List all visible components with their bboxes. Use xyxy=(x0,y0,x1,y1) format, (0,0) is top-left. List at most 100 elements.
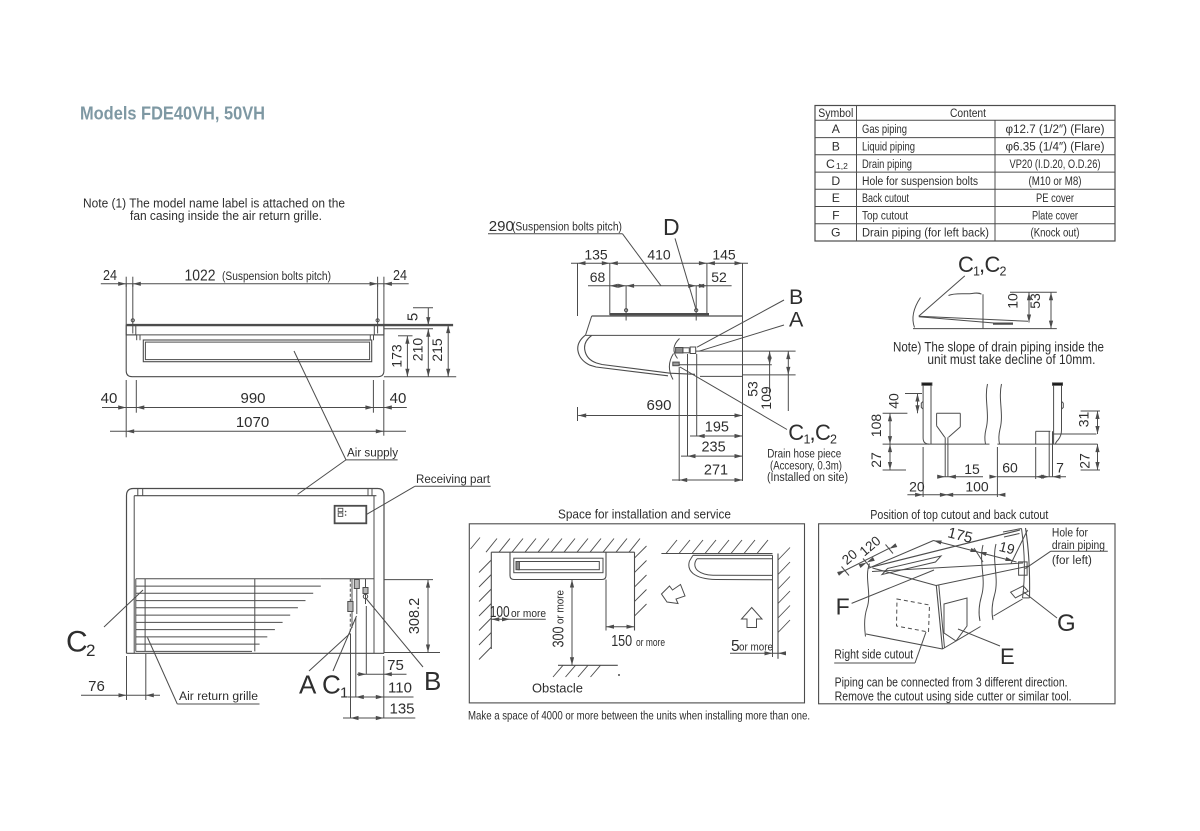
svg-text:308.2: 308.2 xyxy=(407,598,423,634)
svg-text:G: G xyxy=(831,226,840,240)
svg-text:(Knock out): (Knock out) xyxy=(1031,226,1080,240)
svg-text:Air return grille: Air return grille xyxy=(179,689,258,703)
svg-text:20: 20 xyxy=(909,479,925,495)
svg-text:Drain piping: Drain piping xyxy=(862,157,912,171)
svg-text:10: 10 xyxy=(1004,293,1020,309)
svg-text:A: A xyxy=(299,670,317,700)
svg-text:Drain piping (for left back): Drain piping (for left back) xyxy=(862,226,989,240)
svg-text:1,2: 1,2 xyxy=(836,161,848,171)
svg-text:Symbol: Symbol xyxy=(818,106,853,120)
svg-text:Plate cover: Plate cover xyxy=(1032,209,1078,223)
svg-text:A: A xyxy=(789,308,804,332)
svg-text:195: 195 xyxy=(705,420,729,436)
svg-text:175: 175 xyxy=(946,524,974,547)
svg-text:7: 7 xyxy=(1056,460,1064,476)
svg-text:Top cutout: Top cutout xyxy=(862,209,908,223)
svg-text:27: 27 xyxy=(868,452,884,468)
svg-text:E: E xyxy=(832,191,840,205)
svg-text:Note (1) The model name label: Note (1) The model name label is attache… xyxy=(83,196,345,211)
svg-text:109: 109 xyxy=(758,386,774,410)
svg-text:24: 24 xyxy=(103,267,117,284)
svg-text:1: 1 xyxy=(340,685,348,702)
svg-text:(Suspension bolts pitch): (Suspension bolts pitch) xyxy=(222,269,331,283)
svg-text:Air supply: Air supply xyxy=(347,446,399,460)
svg-text:Hole for: Hole for xyxy=(1052,526,1088,540)
svg-text:C: C xyxy=(826,157,835,171)
svg-text:150: 150 xyxy=(611,633,632,650)
svg-text:40: 40 xyxy=(390,390,407,407)
svg-text:2: 2 xyxy=(86,641,95,660)
svg-text:,: , xyxy=(979,252,985,277)
svg-text:B: B xyxy=(424,666,441,696)
svg-text:Drain hose piece: Drain hose piece xyxy=(767,447,841,461)
svg-text:690: 690 xyxy=(646,397,671,414)
svg-text:(Installed on site): (Installed on site) xyxy=(767,470,848,484)
svg-text:C: C xyxy=(66,626,88,659)
svg-text:100: 100 xyxy=(490,604,510,621)
svg-text:A: A xyxy=(832,122,841,136)
svg-text:D: D xyxy=(831,174,840,188)
svg-text:68: 68 xyxy=(590,269,606,285)
svg-text:53: 53 xyxy=(744,381,760,397)
svg-text:76: 76 xyxy=(88,678,105,695)
svg-text:5: 5 xyxy=(405,313,422,321)
svg-text:Liquid piping: Liquid piping xyxy=(862,140,915,154)
svg-text:210: 210 xyxy=(409,338,425,362)
svg-text:D: D xyxy=(663,214,680,240)
svg-text:173: 173 xyxy=(389,344,405,368)
svg-text:or more: or more xyxy=(739,642,773,654)
svg-text:VP20 (I.D.20, O.D.26): VP20 (I.D.20, O.D.26) xyxy=(1010,157,1101,171)
svg-text:F: F xyxy=(836,593,850,619)
svg-text:C: C xyxy=(815,420,831,445)
svg-text:φ6.35 (1/4″) (Flare): φ6.35 (1/4″) (Flare) xyxy=(1006,140,1105,154)
svg-text:or more: or more xyxy=(555,590,567,624)
svg-text:Piping can be connected from 3: Piping can be connected from 3 different… xyxy=(835,675,1068,690)
svg-text:(Accesory, 0.3m): (Accesory, 0.3m) xyxy=(770,458,842,472)
svg-text:290: 290 xyxy=(489,218,514,235)
svg-text:C: C xyxy=(985,252,1001,277)
svg-text:Position of top cutout and bac: Position of top cutout and back cutout xyxy=(870,507,1048,522)
svg-text:145: 145 xyxy=(712,247,736,263)
svg-text:20: 20 xyxy=(839,546,860,567)
svg-text:E: E xyxy=(1000,644,1015,669)
svg-text:1: 1 xyxy=(804,433,811,447)
svg-text:990: 990 xyxy=(240,390,265,407)
svg-text:135: 135 xyxy=(584,247,608,263)
svg-text:Remove the cutout using side c: Remove the cutout using side cutter or s… xyxy=(835,689,1072,704)
svg-text:53: 53 xyxy=(1027,293,1043,309)
svg-text:Space for installation and ser: Space for installation and service xyxy=(558,507,731,522)
svg-text:(for left): (for left) xyxy=(1052,553,1092,567)
svg-text:300: 300 xyxy=(551,626,568,647)
svg-text:Obstacle: Obstacle xyxy=(532,681,583,696)
svg-text:271: 271 xyxy=(704,463,728,479)
svg-text:or more: or more xyxy=(636,637,665,649)
svg-text:1022: 1022 xyxy=(185,268,216,285)
svg-text:60: 60 xyxy=(1002,460,1018,476)
svg-text:410: 410 xyxy=(647,247,671,263)
svg-text:,: , xyxy=(810,420,816,445)
svg-text:24: 24 xyxy=(393,267,407,284)
svg-text:135: 135 xyxy=(389,701,414,718)
svg-text:235: 235 xyxy=(701,440,725,456)
svg-text:fan casing inside the air retu: fan casing inside the air return grille. xyxy=(130,208,322,223)
svg-text:B: B xyxy=(832,140,840,154)
svg-text:27: 27 xyxy=(1076,453,1092,469)
svg-text:or more: or more xyxy=(511,608,546,620)
svg-text:2: 2 xyxy=(1000,265,1007,279)
svg-text:19: 19 xyxy=(998,538,1017,557)
svg-text:100: 100 xyxy=(965,479,989,495)
svg-text:Receiving part: Receiving part xyxy=(416,472,491,486)
svg-text:F: F xyxy=(832,209,839,223)
svg-text:15: 15 xyxy=(964,461,980,477)
svg-text:C: C xyxy=(788,420,804,445)
svg-text:Back cutout: Back cutout xyxy=(862,191,909,205)
svg-text:Make a space of 4000 or more b: Make a space of 4000 or more between the… xyxy=(468,709,810,723)
svg-text:108: 108 xyxy=(868,414,884,438)
svg-text:Gas piping: Gas piping xyxy=(862,122,907,136)
svg-text:Hole for suspension bolts: Hole for suspension bolts xyxy=(862,174,978,188)
svg-text:(M10 or M8): (M10 or M8) xyxy=(1029,174,1082,188)
svg-text:5: 5 xyxy=(731,638,740,655)
svg-text:Content: Content xyxy=(950,106,987,120)
svg-text:Note) The slope of drain pipin: Note) The slope of drain piping inside t… xyxy=(893,340,1104,355)
svg-text:215: 215 xyxy=(429,338,445,362)
